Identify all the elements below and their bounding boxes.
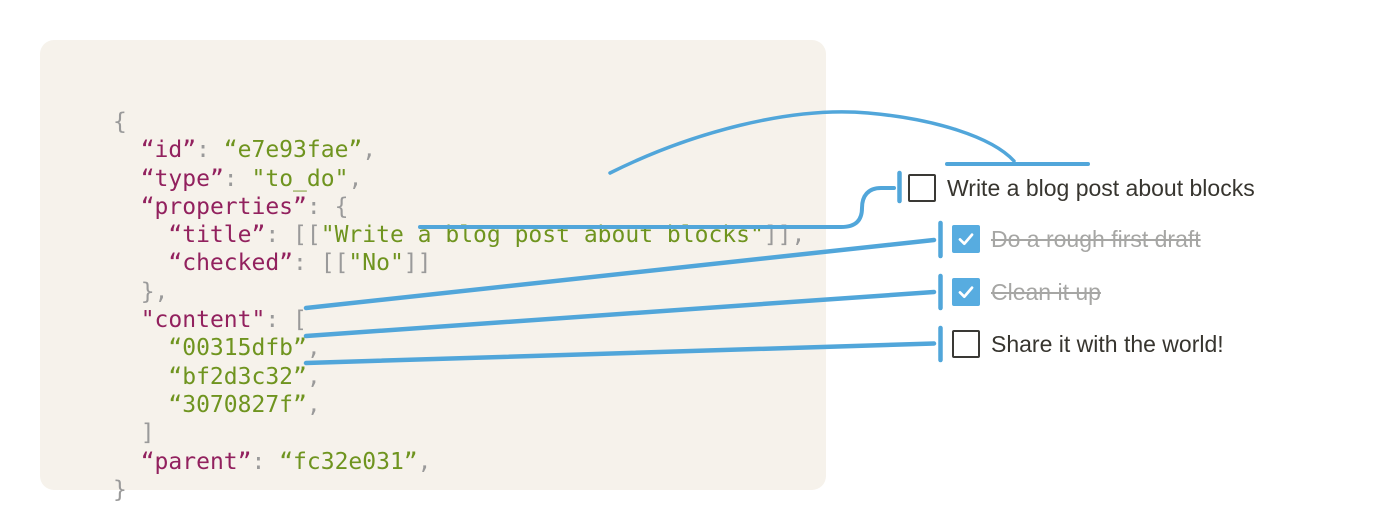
todo-label: Clean it up [991,279,1101,305]
todo-item-3: Clean it up [952,278,1101,306]
code-line: “checked”: [["No"]] [168,250,432,277]
code-line: “title”: [["Write a blog post about bloc… [168,222,806,249]
check-icon [958,286,974,299]
todo-checkbox-checked[interactable] [952,278,980,306]
todo-item-4: Share it with the world! [952,330,1224,358]
code-line: "content": [ [140,307,307,334]
code-line: “bf2d3c32”, [168,363,321,390]
check-icon [958,233,974,246]
code-line: “id”: “e7e93fae”, [140,137,377,164]
code-line: “00315dfb”, [168,335,321,362]
code-line: “parent”: “fc32e031”, [140,448,432,475]
todo-checkbox-unchecked[interactable] [952,330,980,358]
todo-checkbox-checked[interactable] [952,225,980,253]
code-line: } [113,476,127,503]
code-line: “3070827f”, [168,391,321,418]
code-line: “properties”: { [140,193,349,220]
todo-item-2: Do a rough first draft [952,225,1201,253]
code-line: “type”: "to_do", [140,165,363,192]
todo-label: Do a rough first draft [991,226,1201,252]
code-line: }, [113,278,169,305]
code-line: { [113,109,127,135]
todo-label: Share it with the world! [991,331,1224,357]
json-code-panel: { “id”: “e7e93fae”, “type”: "to_do", “pr… [40,40,826,503]
todo-checkbox-unchecked[interactable] [908,174,936,202]
todo-label: Write a blog post about blocks [947,175,1255,201]
todo-item-1: Write a blog post about blocks [908,174,1255,202]
json-code: { “id”: “e7e93fae”, “type”: "to_do", “pr… [113,108,805,504]
code-line: ] [113,420,155,447]
